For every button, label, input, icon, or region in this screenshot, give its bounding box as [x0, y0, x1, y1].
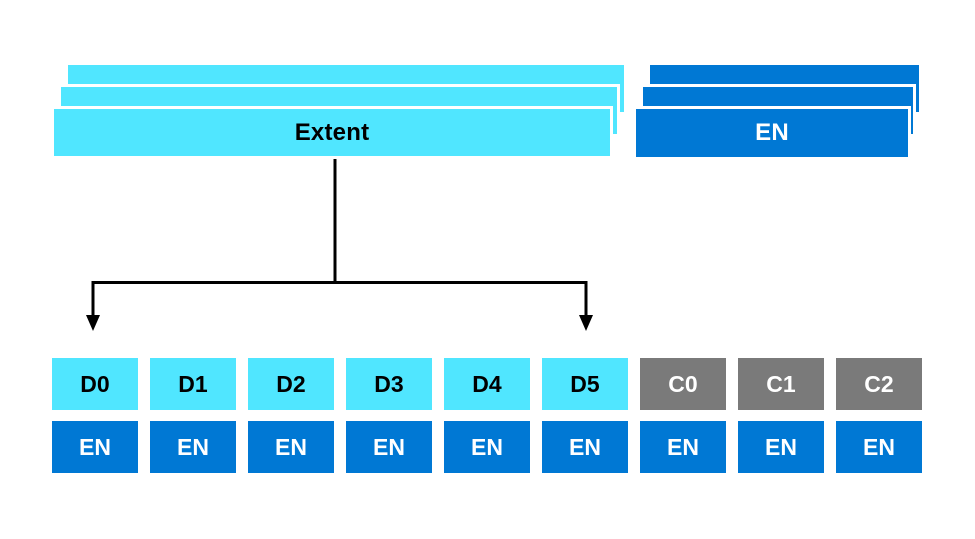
extent-label: Extent — [294, 118, 370, 146]
disk-cell-d1: D1 — [150, 358, 236, 410]
en-cell-8: EN — [836, 421, 922, 473]
disk-cell-d2: D2 — [248, 358, 334, 410]
disk-cell-d5: D5 — [542, 358, 628, 410]
disk-cell-d4: D4 — [444, 358, 530, 410]
cache-cell-c2: C2 — [836, 358, 922, 410]
en-cell-4: EN — [444, 421, 530, 473]
disk-cell-d3: D3 — [346, 358, 432, 410]
en-card-front: EN — [633, 106, 911, 160]
en-cell-7: EN — [738, 421, 824, 473]
en-cell-0: EN — [52, 421, 138, 473]
extent-card-front: Extent — [51, 106, 613, 159]
en-cell-3: EN — [346, 421, 432, 473]
cache-cell-c0: C0 — [640, 358, 726, 410]
cache-cell-c1: C1 — [738, 358, 824, 410]
en-stack-label: EN — [755, 119, 789, 146]
disk-cell-d0: D0 — [52, 358, 138, 410]
down-arrowhead-right-icon — [579, 315, 593, 331]
arrow-heads — [86, 315, 593, 331]
en-cell-2: EN — [248, 421, 334, 473]
en-cell-5: EN — [542, 421, 628, 473]
down-arrowhead-left-icon — [86, 315, 100, 331]
en-cell-6: EN — [640, 421, 726, 473]
arrow-lines — [91, 159, 588, 318]
en-cell-1: EN — [150, 421, 236, 473]
